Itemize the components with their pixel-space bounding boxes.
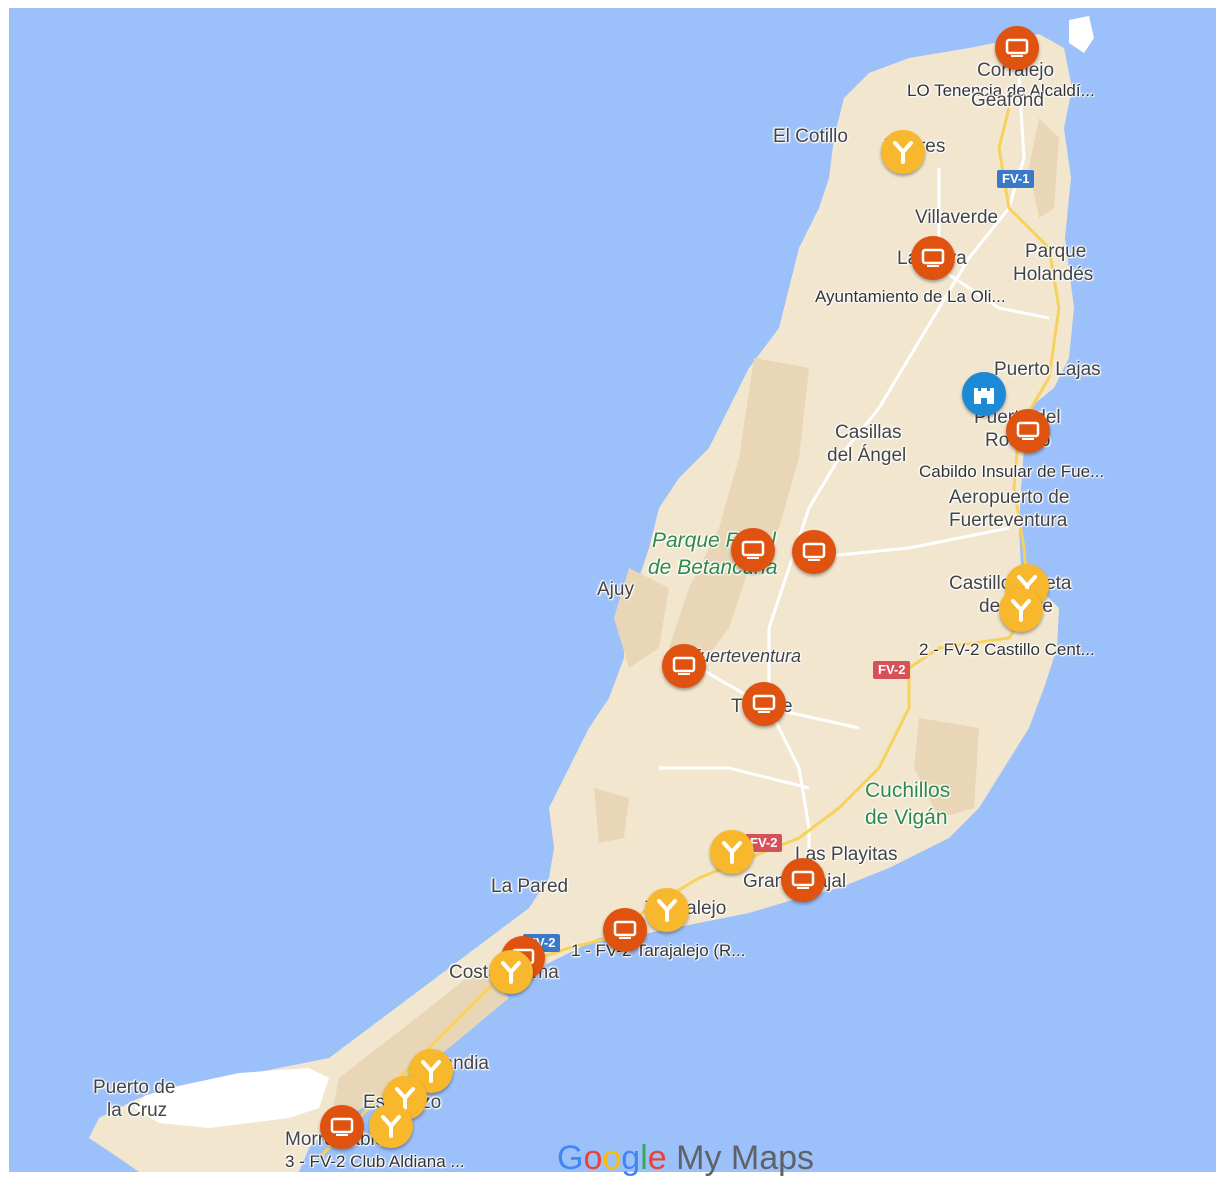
tv-marker-corralejo[interactable]: [995, 26, 1039, 70]
label-corralejo: Corralejo: [977, 60, 1055, 81]
label-tarajalejo-poi[interactable]: 1 - FV-2 Tarajalejo (R...: [571, 941, 746, 960]
tv-marker-la-oliva[interactable]: [911, 236, 955, 280]
monitor-icon: [330, 1117, 354, 1136]
label-holandes: Holandés: [1013, 264, 1094, 285]
map-canvas[interactable]: Corralejo LO Tenencia de Alcaldí... Geaf…: [9, 8, 1216, 1172]
fork-icon: [1011, 599, 1031, 622]
label-de-vigan: de Vigán: [865, 806, 948, 829]
shield-fv2-b: FV-2: [745, 834, 783, 852]
castle-icon: [974, 388, 994, 404]
fork-icon: [501, 961, 521, 984]
monitor-icon: [921, 248, 945, 267]
fork-icon: [395, 1087, 415, 1110]
monitor-icon: [752, 694, 776, 713]
label-lo-tenencia[interactable]: LO Tenencia de Alcaldí...: [907, 81, 1095, 100]
label-el-cotillo: El Cotillo: [773, 126, 848, 147]
label-fuerteventura: Fuerteventura: [689, 646, 802, 666]
island-shape: [89, 16, 1094, 1172]
label-castillo-poi[interactable]: 2 - FV-2 Castillo Cent...: [919, 640, 1095, 659]
monitor-icon: [613, 920, 637, 939]
tv-marker-gran-tarajal[interactable]: [781, 858, 825, 902]
monitor-icon: [791, 870, 815, 889]
label-geafond: Geafond: [971, 90, 1044, 111]
label-parque: Parque: [1025, 241, 1087, 262]
tv-marker-tuineje[interactable]: [742, 682, 786, 726]
shield-fv1: FV-1: [997, 170, 1035, 188]
label-la-cruz: la Cruz: [107, 1100, 168, 1121]
tv-marker-puerto-rosario[interactable]: [1006, 409, 1050, 453]
label-puerto-lajas: Puerto Lajas: [994, 359, 1101, 380]
tv-marker-fuerteventura[interactable]: [662, 644, 706, 688]
y-marker-castillo-2[interactable]: [999, 588, 1043, 632]
y-marker-lajares[interactable]: [881, 130, 925, 174]
fork-icon: [421, 1060, 441, 1083]
label-cuchillos: Cuchillos: [865, 779, 951, 802]
shield-fv2-a: FV-2: [873, 661, 911, 679]
y-marker-costa-calma[interactable]: [489, 950, 533, 994]
monitor-icon: [1016, 421, 1040, 440]
tv-marker-tarajalejo[interactable]: [603, 908, 647, 952]
label-villaverde: Villaverde: [915, 207, 999, 228]
fork-icon: [657, 899, 677, 922]
tv-marker-morro-jable[interactable]: [320, 1105, 364, 1149]
label-del-angel: del Ángel: [827, 445, 907, 466]
label-ayuntamiento[interactable]: Ayuntamiento de La Oli...: [815, 287, 1006, 306]
label-las-playitas: Las Playitas: [795, 844, 898, 865]
label-cabildo[interactable]: Cabildo Insular de Fue...: [919, 462, 1105, 481]
label-fuerteventura-airport: Fuerteventura: [949, 510, 1068, 531]
monitor-icon: [1005, 38, 1029, 57]
label-puerto-de: Puerto de: [93, 1077, 176, 1098]
monitor-icon: [802, 542, 826, 561]
tv-marker-betancuria-2[interactable]: [792, 530, 836, 574]
label-aeropuerto: Aeropuerto de: [949, 487, 1070, 508]
label-club-aldiana[interactable]: 3 - FV-2 Club Aldiana ...: [285, 1152, 465, 1171]
y-marker-tarajalejo[interactable]: [645, 888, 689, 932]
label-la-pared: La Pared: [491, 876, 569, 897]
label-ajuy: Ajuy: [597, 579, 634, 600]
tv-marker-betancuria-1[interactable]: [731, 528, 775, 572]
monitor-icon: [672, 656, 696, 675]
fork-icon: [893, 141, 913, 164]
google-my-maps-logo: Google My Maps: [557, 1139, 815, 1177]
fork-icon: [381, 1115, 401, 1138]
castle-marker[interactable]: [962, 372, 1006, 416]
y-marker-morro-jable[interactable]: [369, 1104, 413, 1148]
y-marker-playitas[interactable]: [710, 830, 754, 874]
fork-icon: [722, 841, 742, 864]
monitor-icon: [741, 540, 765, 559]
label-casillas: Casillas: [835, 422, 902, 443]
